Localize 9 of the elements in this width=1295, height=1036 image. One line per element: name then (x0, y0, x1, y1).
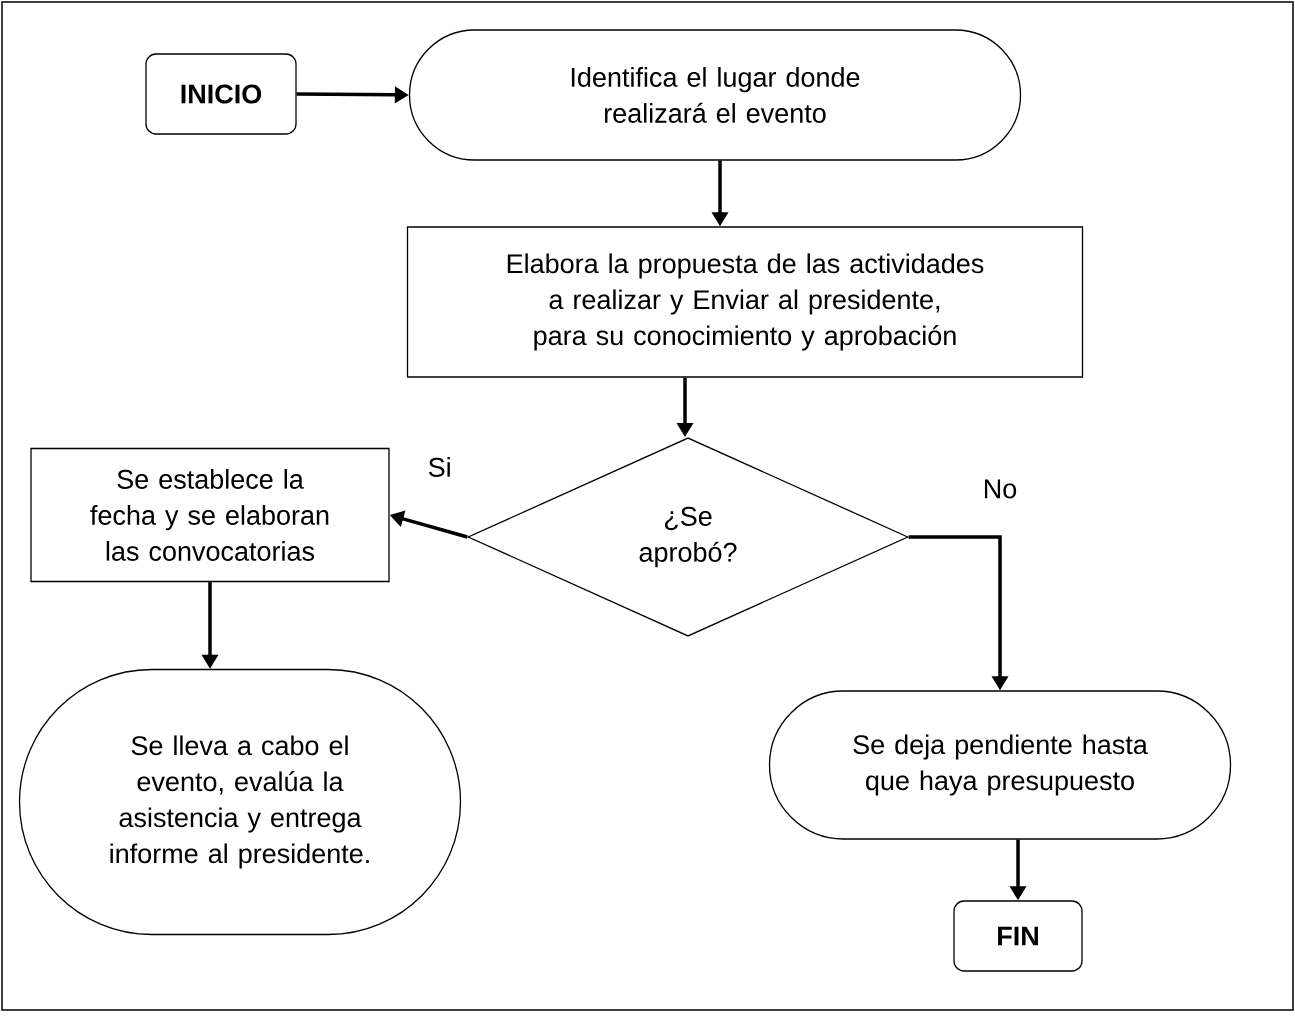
edge-label: No (984, 479, 1017, 499)
start-box: INICIO (145, 53, 297, 135)
process-terminal: Identifica el lugar donde realizará el evento (408, 29, 1022, 161)
edge-label: Si (428, 457, 450, 477)
end-box: FIN (953, 900, 1083, 972)
process-box: Se establece la fecha y se elaboran las convocatorias (30, 447, 390, 583)
process-terminal: Se deja pendiente hasta que haya presupuesto (768, 690, 1232, 840)
process-terminal: Se lleva a cabo el evento, evalúa la asistencia y entrega informe al presidente. (18, 668, 462, 936)
process-box: Elabora la propuesta de las actividades a realizar y Enviar al presidente, para su conocimiento y aprobación (406, 226, 1084, 378)
